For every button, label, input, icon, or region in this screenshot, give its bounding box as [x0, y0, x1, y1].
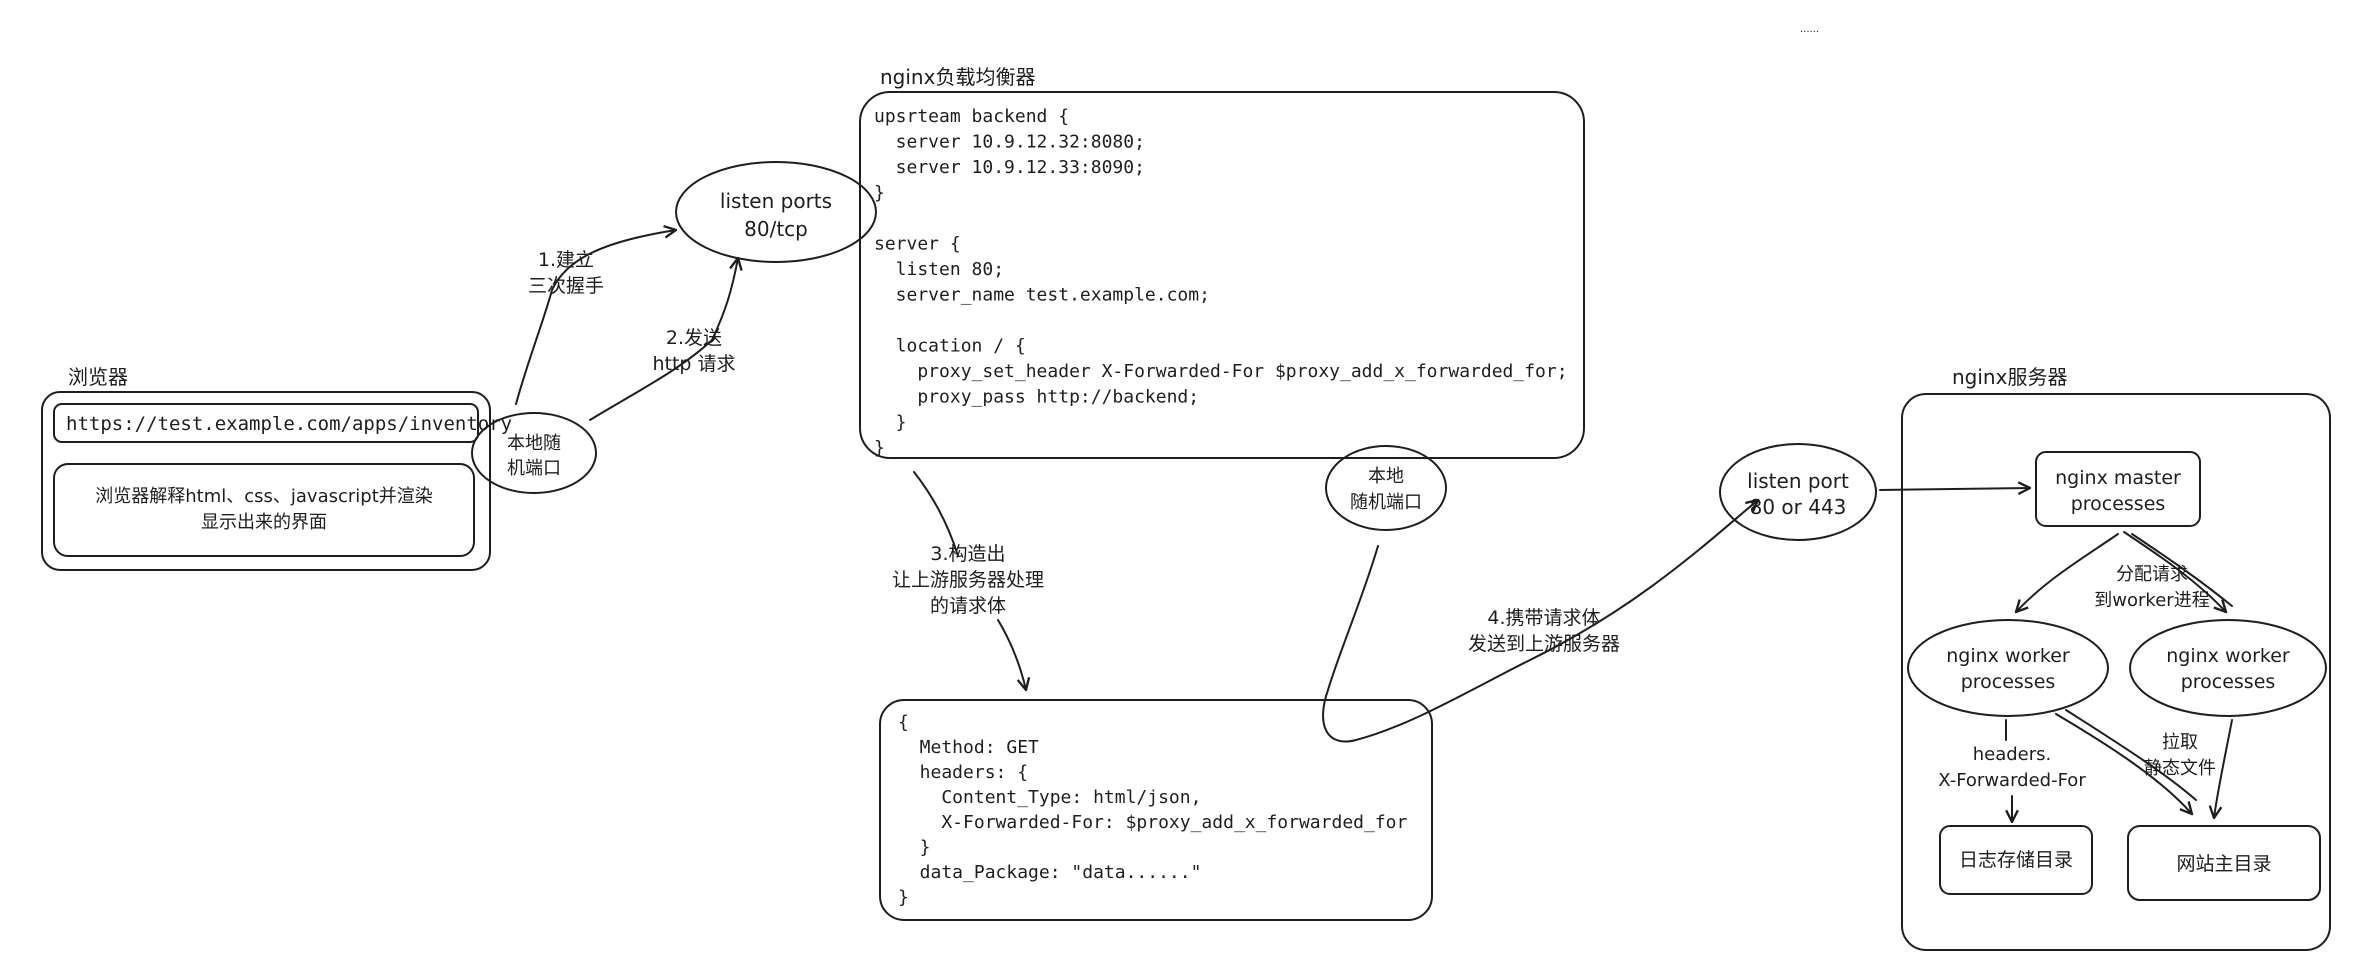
nginx-lb-code-line: upsrteam backend {: [874, 106, 1069, 127]
master-line2: processes: [2071, 493, 2166, 515]
request-body-code-line: headers: {: [898, 762, 1028, 783]
request-body-code-line: Content_Type: html/json,: [898, 787, 1201, 808]
nginx-server-label: nginx服务器: [1952, 365, 2067, 389]
step3-line1: 3.构造出: [930, 543, 1005, 565]
nginx-server-box: [1901, 393, 2331, 951]
request-body-code-line: data_Package: "data......": [898, 862, 1201, 883]
render-area: [53, 463, 475, 557]
nginx-lb-code-line: }: [874, 438, 885, 459]
listen-upstream-ellipse: [1719, 443, 1877, 541]
step4-line1: 4.携带请求体: [1487, 607, 1600, 629]
request-body-code-line: {: [898, 712, 909, 733]
nginx-lb-code-line: listen 80;: [874, 259, 1004, 280]
nginx-lb-code-line: proxy_pass http://backend;: [874, 387, 1199, 408]
arrow-worker1-webroot-double: [2065, 709, 2197, 801]
worker2-line1: nginx worker: [2166, 645, 2290, 667]
nginx-lb-code-line: server 10.9.12.33:8090;: [874, 157, 1145, 178]
listen-80-line2: 80/tcp: [744, 217, 808, 241]
request-body-code-line: }: [898, 837, 931, 858]
address-url: https://test.example.com/apps/inventory: [66, 413, 512, 435]
step3-line3: 的请求体: [930, 595, 1006, 617]
local-port-lb-line2: 随机端口: [1350, 492, 1422, 513]
nginx-lb-code-line: server 10.9.12.32:8080;: [874, 132, 1145, 153]
arrow-master-worker2: [2123, 531, 2226, 612]
worker1-line1: nginx worker: [1946, 645, 2070, 667]
dispatch-line1: 分配请求: [2116, 564, 2188, 585]
worker2-line2: processes: [2181, 671, 2276, 693]
step2-line1: 2.发送: [666, 327, 722, 349]
browser-label: 浏览器: [68, 365, 128, 389]
local-port-lb-ellipse: [1325, 445, 1447, 531]
request-body-code-line: }: [898, 887, 909, 908]
dispatch-line2: 到worker进程: [2094, 590, 2209, 611]
step1-line1: 1.建立: [538, 249, 594, 271]
listen-upstream-line1: listen port: [1747, 469, 1849, 493]
nginx-lb-code: upsrteam backend { server 10.9.12.32:808…: [874, 106, 1568, 459]
log-dir-box: [1939, 825, 2093, 895]
arrow-handshake: [515, 230, 676, 405]
local-port-client-ellipse: [471, 412, 597, 494]
arrow-worker1-webroot: [2055, 713, 2192, 814]
nginx-lb-code-line: server_name test.example.com;: [874, 285, 1210, 306]
worker1-ellipse: [1907, 619, 2109, 717]
address-bar[interactable]: [53, 403, 479, 443]
arrow-http-request: [589, 258, 738, 421]
arrow-master-worker2-double: [2131, 533, 2233, 607]
arrow-master-worker1: [2016, 533, 2119, 612]
listen-upstream-line2: 80 or 443: [1750, 495, 1847, 519]
local-port-client-line2: 机端口: [507, 458, 561, 479]
web-root-label: 网站主目录: [2176, 853, 2271, 875]
step3-line2: 让上游服务器处理: [892, 569, 1044, 591]
nginx-lb-code-line: location / {: [874, 336, 1026, 357]
request-body-box: [879, 699, 1433, 921]
request-body-code: { Method: GET headers: { Content_Type: h…: [898, 712, 1407, 908]
arrow-to-master: [1879, 488, 2030, 490]
arrow-construct-body: [997, 619, 1026, 690]
master-line1: nginx master: [2055, 467, 2181, 489]
render-desc-line2: 显示出来的界面: [201, 512, 327, 533]
request-body-code-line: Method: GET: [898, 737, 1039, 758]
step2-line2: http 请求: [652, 353, 735, 375]
nginx-lb-code-line: proxy_set_header X-Forwarded-For $proxy_…: [874, 361, 1568, 382]
listen-80-ellipse: [675, 161, 877, 263]
nginx-lb-code-line: server {: [874, 234, 961, 255]
headers-line2: X-Forwarded-For: [1938, 770, 2086, 791]
worker2-ellipse: [2129, 619, 2327, 717]
arrow-send-upstream: [1322, 500, 1758, 743]
master-box: [2035, 451, 2201, 527]
step1-line2: 三次握手: [528, 275, 604, 297]
nginx-lb-code-line: }: [874, 183, 885, 204]
nginx-lb-code-line: }: [874, 412, 907, 433]
fetch-line2: 静态文件: [2144, 758, 2216, 779]
headers-line1: headers.: [1973, 744, 2052, 765]
worker1-line2: processes: [1961, 671, 2056, 693]
arrow-construct-start: [913, 471, 959, 557]
listen-80-line1: listen ports: [720, 189, 832, 213]
nginx-lb-config-box: [859, 91, 1585, 459]
local-port-lb-line1: 本地: [1368, 466, 1404, 487]
arrow-worker2-webroot: [2214, 719, 2233, 818]
log-dir-label: 日志存储目录: [1959, 849, 2073, 871]
fetch-line1: 拉取: [2162, 732, 2198, 753]
step4-line2: 发送到上游服务器: [1468, 633, 1620, 655]
request-body-code-line: X-Forwarded-For: $proxy_add_x_forwarded_…: [898, 812, 1407, 833]
local-port-client-line1: 本地随: [507, 433, 561, 454]
web-root-box: [2127, 825, 2321, 901]
render-desc-line1: 浏览器解释html、css、javascript并渲染: [95, 486, 433, 507]
corner-marks: ......: [1800, 24, 1819, 35]
nginx-lb-label: nginx负载均衡器: [880, 65, 1035, 89]
